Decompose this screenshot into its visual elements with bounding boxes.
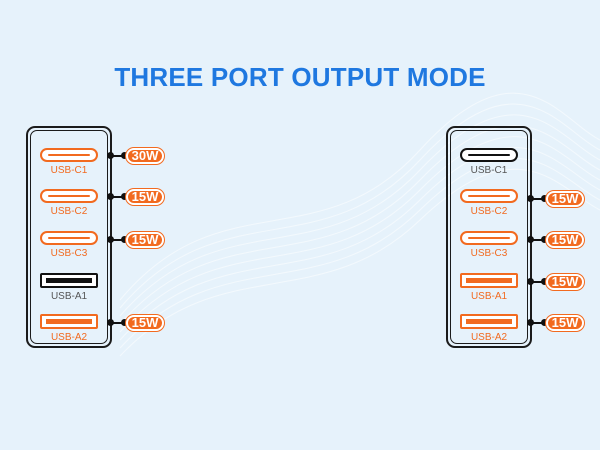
output-badge-a2: 15W [126,315,164,331]
connector-line [110,196,126,198]
output-badge-c3: 15W [546,232,584,248]
connector-dot [107,319,114,326]
connector-line [110,322,126,324]
usb-a2-port [40,314,98,329]
usb-c1-label: USB-C1 [470,165,508,176]
connector-line [530,198,546,200]
usb-c1-label: USB-C1 [50,165,88,176]
usb-c3-port [460,231,518,245]
usb-c2-label: USB-C2 [50,206,88,217]
connector-dot [527,236,534,243]
output-badge-a1: 15W [546,274,584,290]
usb-c3-label: USB-C3 [470,248,508,259]
output-badge-c3: 15W [126,232,164,248]
usb-a2-port [460,314,518,329]
output-badge-a2: 15W [546,315,584,331]
output-badge-c1: 30W [126,148,164,164]
connector-dot [541,278,548,285]
connector-dot [541,195,548,202]
connector-dot [121,236,128,243]
usb-a1-label: USB-A1 [470,291,508,302]
connector-dot [121,319,128,326]
usb-c1-port [460,148,518,162]
usb-c3-port [40,231,98,245]
connector-line [530,281,546,283]
usb-c1-port [40,148,98,162]
connector-dot [121,193,128,200]
usb-c2-label: USB-C2 [470,206,508,217]
usb-a2-label: USB-A2 [470,332,508,343]
charger-left: USB-C1 USB-C2 USB-C3 USB-A1 USB-A2 [26,126,112,348]
connector-dot [107,236,114,243]
connector-dot [107,152,114,159]
connector-dot [107,193,114,200]
connector-dot [527,319,534,326]
usb-c3-label: USB-C3 [50,248,88,259]
connector-dot [121,152,128,159]
connector-line [110,239,126,241]
usb-c2-port [40,189,98,203]
usb-a2-label: USB-A2 [50,332,88,343]
page-title: THREE PORT OUTPUT MODE [114,62,486,92]
connector-line [110,155,126,157]
output-badge-c2: 15W [126,189,164,205]
connector-line [530,239,546,241]
connector-dot [541,236,548,243]
usb-a1-port [460,273,518,288]
usb-a1-port [40,273,98,288]
usb-c2-port [460,189,518,203]
connector-dot [527,195,534,202]
charger-right: USB-C1 USB-C2 USB-C3 USB-A1 USB-A2 [446,126,532,348]
usb-a1-label: USB-A1 [50,291,88,302]
connector-dot [527,278,534,285]
output-badge-c2: 15W [546,191,584,207]
connector-dot [541,319,548,326]
connector-line [530,322,546,324]
